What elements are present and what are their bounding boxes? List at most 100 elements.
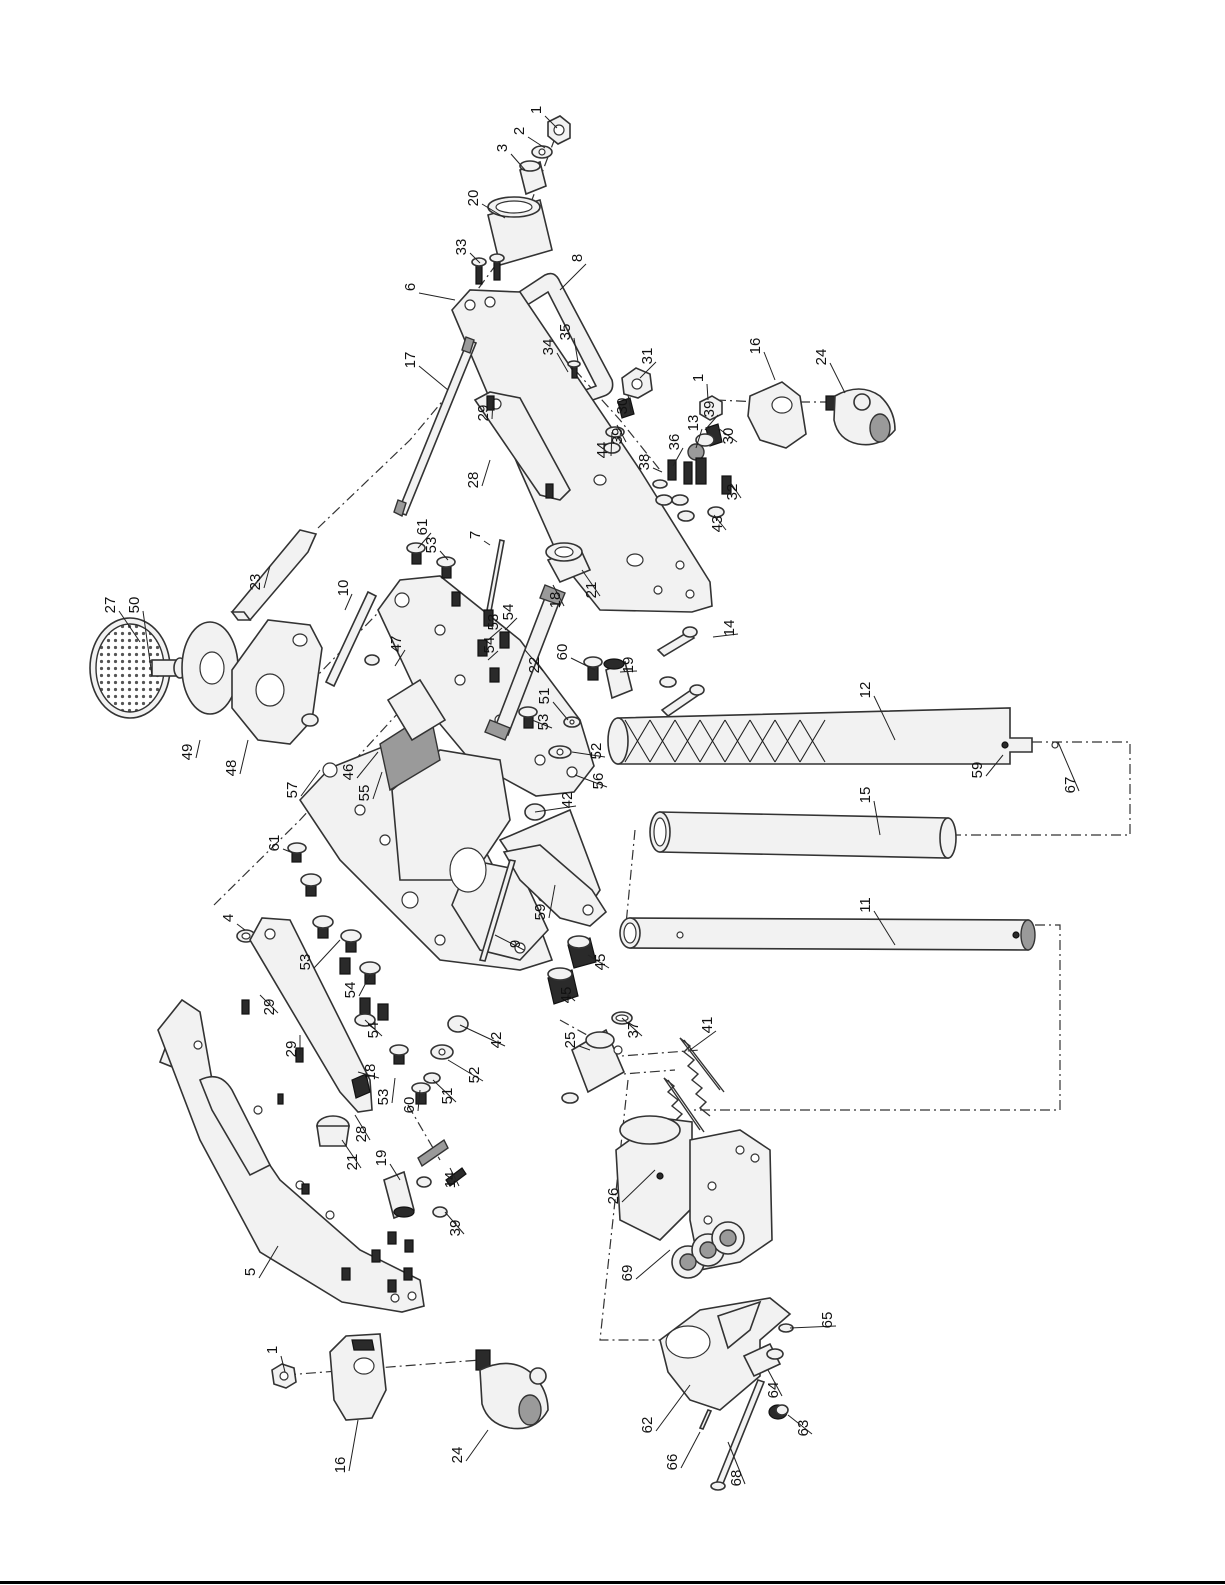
callout-c28a: 28 bbox=[465, 460, 490, 488]
callout-number: 62 bbox=[639, 1417, 656, 1434]
callout-number: 53 bbox=[375, 1089, 392, 1106]
callout-number: 67 bbox=[1062, 777, 1079, 794]
callout-c53e: 53 bbox=[375, 1078, 395, 1105]
callout-c45a: 45 bbox=[588, 954, 609, 971]
callout-number: 52 bbox=[588, 743, 605, 760]
callout-number: 19 bbox=[620, 657, 637, 674]
callout-number: 38 bbox=[636, 454, 653, 471]
leader-line bbox=[349, 1420, 358, 1471]
callout-number: 42 bbox=[488, 1032, 505, 1049]
part-nut-1-top bbox=[548, 116, 570, 144]
callout-c16a: 16 bbox=[747, 338, 775, 380]
callout-c28b: 28 bbox=[353, 1115, 370, 1142]
callout-number: 17 bbox=[402, 352, 419, 369]
callout-number: 41 bbox=[699, 1017, 716, 1034]
part-disc-49 bbox=[182, 622, 238, 714]
callout-number: 14 bbox=[442, 1172, 459, 1189]
callout-c54d: 54 bbox=[365, 1020, 382, 1038]
part-bolts-14-upper bbox=[658, 627, 704, 716]
part-screws-33 bbox=[472, 254, 504, 284]
leader-line bbox=[482, 460, 490, 486]
callout-number: 5 bbox=[242, 1268, 259, 1276]
part-washer-52-upper bbox=[549, 746, 571, 758]
callout-number: 22 bbox=[526, 657, 543, 674]
callout-c29c: 29 bbox=[283, 1035, 300, 1057]
part-tube-11 bbox=[620, 918, 1035, 950]
part-bracket-16-upper bbox=[748, 382, 806, 448]
callout-number: 21 bbox=[344, 1154, 361, 1171]
leader-line bbox=[237, 924, 245, 930]
callout-number: 3 bbox=[494, 144, 511, 152]
callout-number: 52 bbox=[466, 1067, 483, 1084]
callout-c18b: 18 bbox=[358, 1064, 379, 1081]
callout-c10: 10 bbox=[335, 580, 352, 610]
callout-number: 36 bbox=[666, 434, 683, 451]
callout-c6: 6 bbox=[402, 283, 455, 300]
callout-number: 16 bbox=[332, 1457, 349, 1474]
callout-number: 44 bbox=[594, 442, 611, 459]
callout-number: 9 bbox=[507, 940, 524, 948]
callout-number: 30 bbox=[720, 428, 737, 445]
leader-line bbox=[830, 363, 845, 393]
callout-number: 54 bbox=[342, 982, 359, 999]
callout-number: 45 bbox=[592, 954, 609, 971]
callout-number: 53 bbox=[423, 537, 440, 554]
callout-c32: 32 bbox=[724, 482, 741, 500]
leader-line bbox=[560, 264, 586, 290]
callout-number: 18 bbox=[547, 592, 564, 609]
part-grip-tube-12 bbox=[608, 708, 1058, 764]
part-rod-10 bbox=[326, 592, 376, 686]
callout-number: 26 bbox=[605, 1188, 622, 1205]
callout-number: 60 bbox=[401, 1097, 418, 1114]
callout-number: 27 bbox=[102, 597, 119, 614]
callout-number: 24 bbox=[449, 1447, 466, 1464]
callout-c53d: 53 bbox=[297, 940, 340, 970]
callout-number: 19 bbox=[373, 1150, 390, 1167]
part-pin-66 bbox=[700, 1410, 711, 1429]
callout-c43: 43 bbox=[709, 515, 726, 532]
callout-number: 12 bbox=[857, 682, 874, 699]
callout-c24b: 24 bbox=[449, 1430, 488, 1463]
leader-line bbox=[466, 1430, 488, 1461]
callout-number: 30 bbox=[614, 398, 631, 415]
callout-number: 29 bbox=[283, 1041, 300, 1058]
callout-number: 39 bbox=[447, 1220, 464, 1237]
callout-number: 15 bbox=[857, 787, 874, 804]
callout-number: 61 bbox=[266, 835, 283, 852]
callout-c52b: 52 bbox=[448, 1060, 483, 1083]
callout-number: 69 bbox=[619, 1265, 636, 1282]
callout-number: 13 bbox=[685, 415, 702, 432]
callout-c21b: 21 bbox=[342, 1140, 361, 1170]
callout-number: 37 bbox=[625, 1022, 642, 1039]
callout-c30b: 30 bbox=[718, 428, 737, 445]
callout-number: 53 bbox=[485, 614, 502, 631]
callout-number: 63 bbox=[795, 1420, 812, 1437]
part-caster-24-upper bbox=[826, 389, 895, 445]
part-knob-63 bbox=[769, 1405, 788, 1419]
leader-line bbox=[419, 366, 448, 390]
leader-line bbox=[653, 468, 662, 472]
callout-c48: 48 bbox=[223, 740, 248, 776]
callout-number: 16 bbox=[747, 338, 764, 355]
callout-c53c: 53 bbox=[532, 714, 552, 731]
callout-number: 50 bbox=[126, 597, 143, 614]
callout-number: 28 bbox=[353, 1126, 370, 1143]
part-tube-15 bbox=[650, 812, 956, 858]
callout-number: 45 bbox=[558, 987, 575, 1004]
leader-line bbox=[392, 1078, 395, 1103]
callout-c69: 69 bbox=[619, 1250, 670, 1281]
callout-c14a: 14 bbox=[713, 620, 738, 637]
callout-number: 24 bbox=[813, 349, 830, 366]
callout-number: 55 bbox=[356, 785, 373, 802]
callout-c4: 4 bbox=[220, 914, 245, 930]
page-bottom-rule bbox=[0, 1581, 1225, 1584]
callout-number: 60 bbox=[554, 644, 571, 661]
callout-c33: 33 bbox=[453, 239, 480, 263]
part-stem-50 bbox=[152, 658, 186, 678]
callout-c67: 67 bbox=[1058, 742, 1079, 793]
callout-number: 54 bbox=[365, 1022, 382, 1039]
callout-number: 18 bbox=[362, 1064, 379, 1081]
leader-line bbox=[636, 1250, 670, 1279]
leader-line bbox=[764, 352, 775, 380]
